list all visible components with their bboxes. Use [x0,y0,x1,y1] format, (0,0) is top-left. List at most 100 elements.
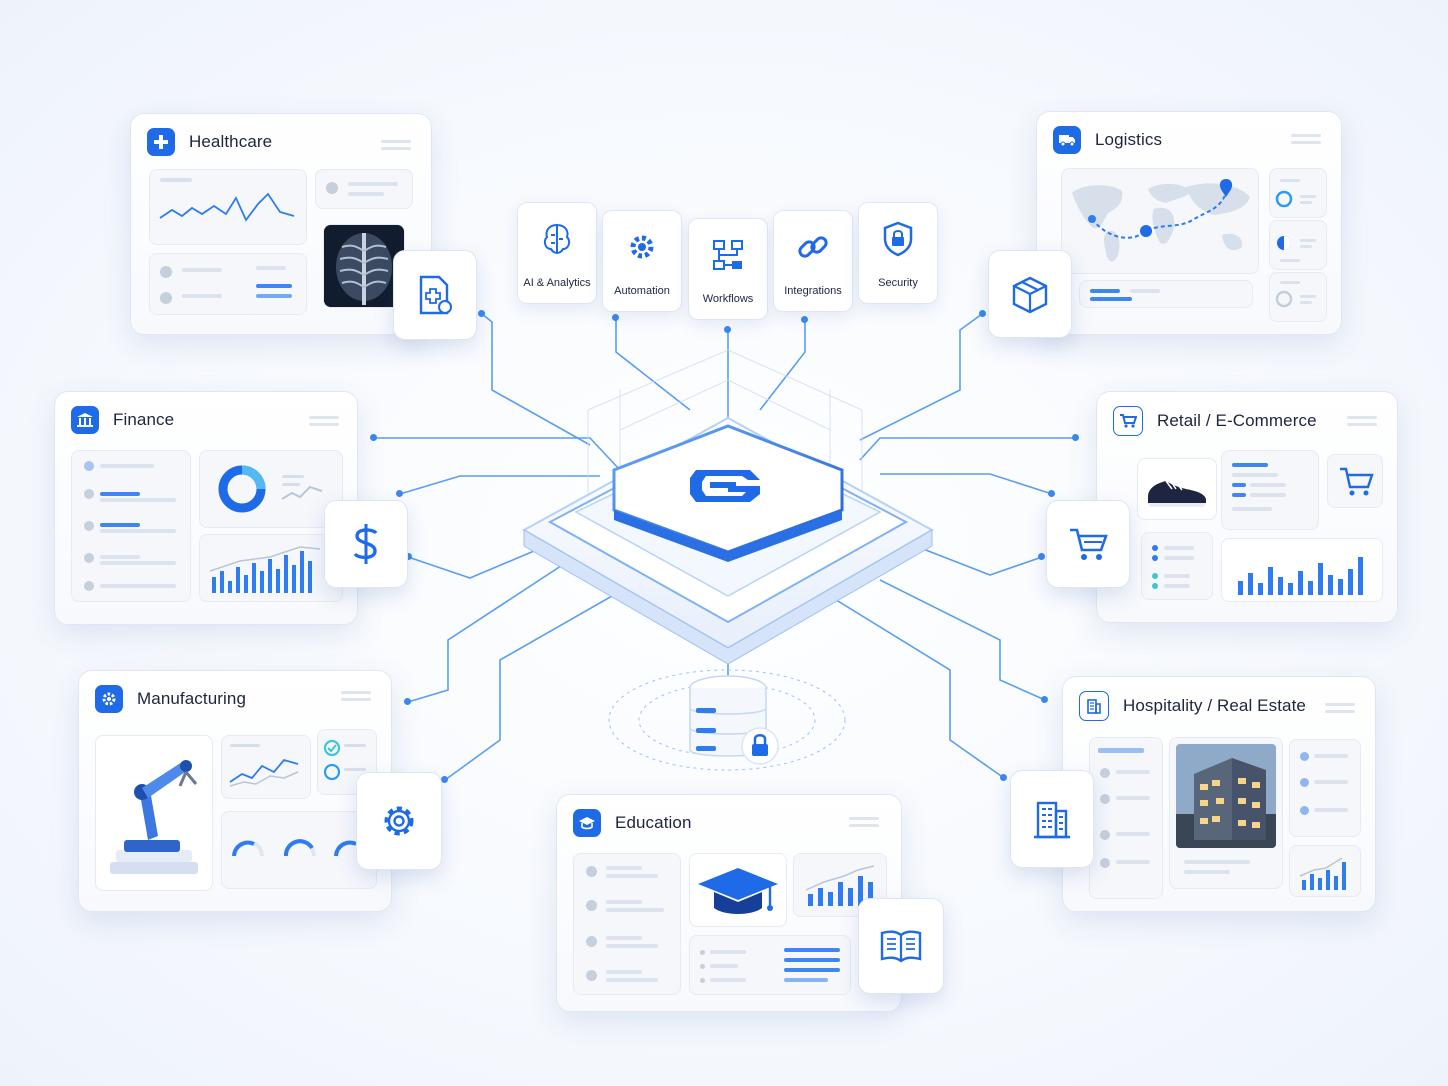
bookings-list [1089,737,1163,899]
shopping-cart-icon [1070,528,1108,560]
feature-label: Workflows [702,293,754,305]
avatar [1100,830,1110,840]
avatar [586,936,597,947]
text-line [606,874,658,878]
text-line [1164,584,1190,588]
chart-panel [149,169,307,245]
package-icon [1012,276,1048,314]
education-tile[interactable] [858,898,944,994]
feature-label: Security [878,277,918,289]
card-title: Logistics [1095,130,1163,149]
product-image [1137,458,1217,520]
product-details [1221,450,1319,530]
bar-chart [209,546,321,593]
manufacturing-tile[interactable] [356,772,442,870]
dollar-icon [353,524,378,564]
feature-integrations[interactable]: Integrations [773,210,853,312]
card-header: Education [573,809,692,837]
manufacturing-card[interactable]: Manufacturing [78,670,392,912]
avatar [1100,768,1110,778]
text-line [710,978,746,982]
connector-dot [478,310,485,317]
text-line [1184,860,1250,864]
text-line [256,266,286,270]
card-header: Logistics [1053,126,1162,154]
progress-bar [784,958,840,962]
feature-workflows[interactable]: Workflows [688,218,768,320]
menu-dash [849,817,879,820]
property-panel [1169,737,1283,889]
feature-automation[interactable]: Automation [602,210,682,312]
text-line [1116,832,1150,836]
hospitality-tile[interactable] [1010,770,1094,868]
card-title: Finance [113,410,175,429]
database[interactable] [686,672,786,772]
text-line [1314,754,1348,758]
connector-dot [1048,490,1055,497]
donut-chart-panel [199,450,343,528]
healthcare-tile[interactable] [393,250,477,340]
shopping-cart-icon [1340,467,1374,496]
robot-arm-image [95,735,213,891]
bar-chart-panel [199,534,343,602]
avatar [326,182,338,194]
education-card[interactable]: Education [556,794,902,1012]
line-chart [229,744,299,787]
feature-security[interactable]: Security [858,202,938,304]
avatar [84,489,94,499]
text-line [606,908,664,912]
text-line [1116,770,1150,774]
world-map [1061,168,1259,274]
avatar [1100,794,1110,804]
rooms-list [1289,739,1361,837]
status-widget [1269,220,1327,270]
graduation-cap-image [698,868,778,914]
occupancy-chart-panel [1289,845,1361,897]
bar-chart [1299,857,1346,890]
hospitality-card[interactable]: Hospitality / Real Estate [1062,676,1376,912]
progress-bar [1098,748,1144,753]
progress-panel [689,935,851,995]
finance-tile[interactable] [324,500,408,588]
book-icon [880,930,922,963]
avatar [586,970,597,981]
shopping-cart-icon [1113,406,1143,436]
menu-dash [381,147,411,150]
text-line [348,192,384,196]
connector-dot [405,553,412,560]
card-header: Hospitality / Real Estate [1079,691,1306,721]
sales-bar-chart-panel [1221,538,1383,602]
status-dot [1152,573,1158,579]
text-line [1232,507,1272,511]
building-photo [1176,744,1276,848]
logistics-tile[interactable] [988,250,1072,338]
menu-dash [849,824,879,827]
text-line [1164,546,1194,550]
menu-dash [309,416,339,419]
feature-ai-analytics[interactable]: AI & Analytics [517,202,597,304]
progress-bar [1232,463,1268,467]
building-icon [1079,691,1109,721]
card-title: Hospitality / Real Estate [1123,696,1306,715]
connector-dot [1000,774,1007,781]
text-line [1164,574,1190,578]
text-line [100,498,176,502]
finance-card[interactable]: Finance [54,391,358,625]
connector-dot [396,490,403,497]
progress-bar [784,968,840,972]
connector-dot [1041,696,1048,703]
shield-lock-icon [883,221,913,257]
retail-card[interactable]: Retail / E-Commerce [1096,391,1398,623]
progress-bar [256,284,292,288]
sneaker-image [1148,480,1206,507]
healthcare-card[interactable]: Healthcare [130,113,432,335]
avatar [160,266,172,278]
retail-tile[interactable] [1046,500,1130,588]
donut-chart [218,465,323,513]
connector-dot [979,310,986,317]
avatar [586,900,597,911]
text-line [348,182,398,186]
avatar [84,461,94,471]
logistics-card[interactable]: Logistics [1036,111,1342,335]
menu-dash [309,423,339,426]
